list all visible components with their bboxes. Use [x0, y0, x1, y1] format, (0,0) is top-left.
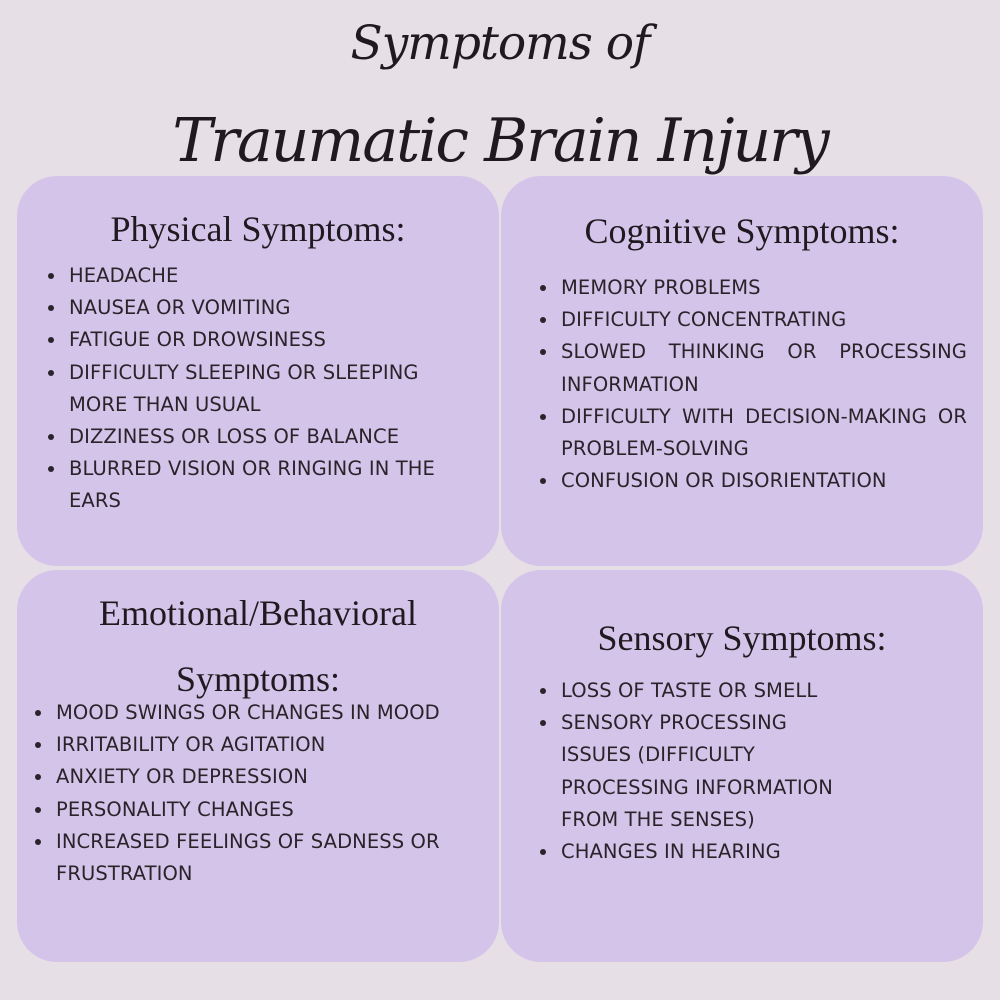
list-item: SENSORY PROCESSING ISSUES (DIFFICULTY PR… — [527, 707, 967, 836]
physical-symptoms-list: HEADACHE NAUSEA OR VOMITING FATIGUE OR D… — [35, 260, 475, 518]
cognitive-symptoms-list: MEMORY PROBLEMS DIFFICULTY CONCENTRATING… — [527, 272, 967, 497]
list-item: DIFFICULTY SLEEPING OR SLEEPING MORE THA… — [35, 357, 475, 421]
list-item: NAUSEA OR VOMITING — [35, 292, 475, 324]
title-line-2: Traumatic Brain Injury — [172, 106, 829, 176]
list-item: FATIGUE OR DROWSINESS — [35, 324, 475, 356]
list-item: DIFFICULTY CONCENTRATING — [527, 304, 967, 336]
emotional-symptoms-heading: Emotional/Behavioral Symptoms: — [99, 593, 417, 699]
title-line-1: Symptoms of — [350, 16, 651, 71]
sensory-symptoms-heading: Sensory Symptoms: — [597, 618, 887, 658]
list-item: DIFFICULTY WITH DECISION-MAKING OR PROBL… — [527, 401, 967, 465]
list-item: SLOWED THINKING OR PROCESSING INFORMATIO… — [527, 336, 967, 400]
list-item: MEMORY PROBLEMS — [527, 272, 967, 304]
emotional-symptoms-card — [17, 570, 499, 962]
sensory-symptoms-card — [501, 570, 983, 962]
list-item: CONFUSION OR DISORIENTATION — [527, 465, 967, 497]
list-item: LOSS OF TASTE OR SMELL — [527, 675, 967, 707]
list-item: BLURRED VISION OR RINGING IN THE EARS — [35, 453, 475, 517]
list-item: ANXIETY OR DEPRESSION — [22, 761, 492, 793]
list-item: MOOD SWINGS OR CHANGES IN MOOD — [22, 697, 492, 729]
physical-symptoms-card — [17, 176, 499, 566]
sensory-symptoms-list: LOSS OF TASTE OR SMELL SENSORY PROCESSIN… — [527, 675, 967, 868]
list-item: DIZZINESS OR LOSS OF BALANCE — [35, 421, 475, 453]
cognitive-symptoms-heading: Cognitive Symptoms: — [584, 211, 900, 251]
physical-symptoms-heading: Physical Symptoms: — [110, 209, 406, 249]
list-item: CHANGES IN HEARING — [527, 836, 967, 868]
emotional-symptoms-list: MOOD SWINGS OR CHANGES IN MOOD IRRITABIL… — [22, 697, 492, 890]
list-item: HEADACHE — [35, 260, 475, 292]
cognitive-symptoms-card — [501, 176, 983, 566]
list-item: IRRITABILITY OR AGITATION — [22, 729, 492, 761]
list-item: PERSONALITY CHANGES — [22, 794, 492, 826]
list-item: INCREASED FEELINGS OF SADNESS OR FRUSTRA… — [22, 826, 492, 890]
